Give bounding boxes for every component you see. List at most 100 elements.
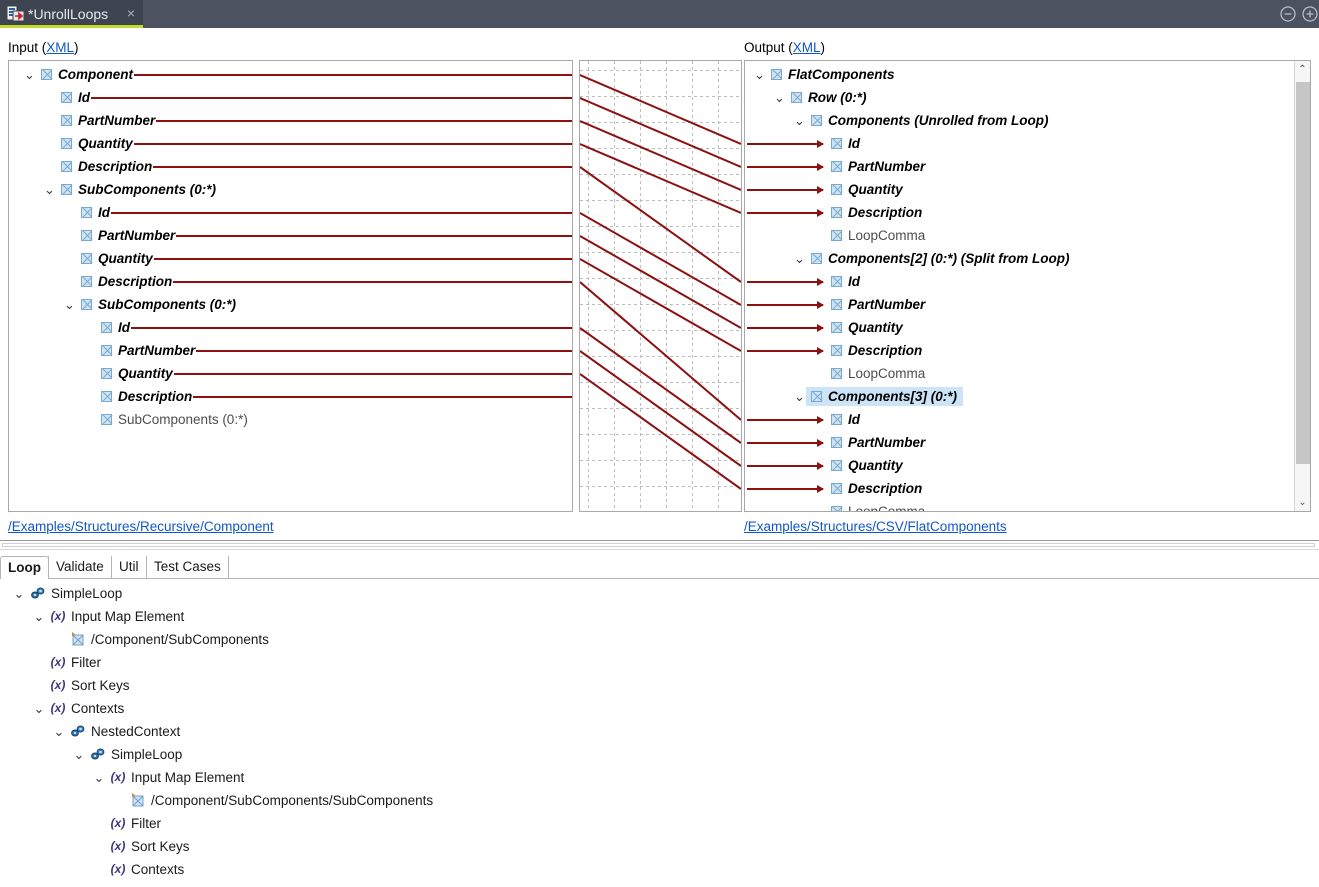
checkbox-icon[interactable]: [101, 391, 112, 402]
input-tree-row[interactable]: Description: [9, 385, 572, 408]
chevron-down-icon[interactable]: ⌄: [93, 770, 105, 785]
loop-tree-row[interactable]: ⌄NestedContext: [0, 720, 1319, 743]
output-path-link[interactable]: /Examples/Structures/CSV/FlatComponents: [744, 519, 1007, 534]
input-tree-row[interactable]: Id: [9, 316, 572, 339]
checkbox-icon[interactable]: [831, 299, 842, 310]
output-tree-row[interactable]: Description: [745, 477, 1294, 500]
scrollbar-thumb[interactable]: [1296, 82, 1310, 464]
chevron-down-icon[interactable]: ⌄: [794, 251, 805, 266]
output-tree-row[interactable]: ⌄Components[3] (0:*): [745, 385, 1294, 408]
loop-tree-row[interactable]: (x)Sort Keys: [0, 674, 1319, 697]
input-tree-row[interactable]: Description: [9, 155, 572, 178]
loop-tree-row[interactable]: (x)Filter: [0, 812, 1319, 835]
checkbox-icon[interactable]: [811, 253, 822, 264]
input-tree-row[interactable]: PartNumber: [9, 339, 572, 362]
connector-grid-panel[interactable]: [579, 60, 742, 512]
chevron-down-icon[interactable]: ⌄: [794, 389, 805, 404]
output-scrollbar[interactable]: ⌃ ⌄: [1294, 61, 1310, 511]
output-tree-row[interactable]: Id: [745, 132, 1294, 155]
bottom-tab-loop[interactable]: Loop: [0, 556, 49, 579]
checkbox-icon[interactable]: [101, 345, 112, 356]
scroll-up-icon[interactable]: ⌃: [1298, 64, 1307, 75]
chevron-down-icon[interactable]: ⌄: [73, 747, 85, 762]
chevron-down-icon[interactable]: ⌄: [33, 701, 45, 716]
checkbox-icon[interactable]: [101, 322, 112, 333]
output-tree-row[interactable]: Description: [745, 339, 1294, 362]
loop-tree-row[interactable]: ⌄SimpleLoop: [0, 743, 1319, 766]
input-xml-link[interactable]: XML: [46, 40, 75, 55]
checkbox-icon[interactable]: [831, 368, 842, 379]
output-tree-row[interactable]: LoopComma: [745, 224, 1294, 247]
horizontal-splitter[interactable]: [0, 540, 1319, 550]
output-tree-row[interactable]: ⌄FlatComponents: [745, 63, 1294, 86]
loop-tree-row[interactable]: (x)Filter: [0, 651, 1319, 674]
checkbox-icon[interactable]: [811, 115, 822, 126]
checkbox-icon[interactable]: [41, 69, 52, 80]
output-tree-row[interactable]: LoopComma: [745, 362, 1294, 385]
input-tree-row[interactable]: Quantity: [9, 247, 572, 270]
output-tree-row[interactable]: PartNumber: [745, 293, 1294, 316]
checkbox-icon[interactable]: [831, 460, 842, 471]
checkbox-icon[interactable]: [831, 276, 842, 287]
checkbox-icon[interactable]: [101, 414, 112, 425]
bottom-tab-util[interactable]: Util: [111, 556, 147, 579]
input-tree-row[interactable]: Quantity: [9, 362, 572, 385]
bottom-tab-test-cases[interactable]: Test Cases: [146, 556, 229, 579]
bottom-tab-validate[interactable]: Validate: [48, 556, 112, 579]
output-tree-row[interactable]: PartNumber: [745, 155, 1294, 178]
checkbox-icon[interactable]: [81, 276, 92, 287]
loop-tree-row[interactable]: /Component/SubComponents: [0, 628, 1319, 651]
input-path-link[interactable]: /Examples/Structures/Recursive/Component: [8, 519, 274, 534]
output-tree-row[interactable]: Quantity: [745, 178, 1294, 201]
checkbox-icon[interactable]: [61, 115, 72, 126]
input-tree-row[interactable]: ⌄Component: [9, 63, 572, 86]
loop-tree-row[interactable]: ⌄(x)Input Map Element: [0, 605, 1319, 628]
minimize-icon[interactable]: [1279, 5, 1297, 23]
checkbox-icon[interactable]: [831, 161, 842, 172]
checkbox-icon[interactable]: [831, 138, 842, 149]
loop-tree-row[interactable]: ⌄(x)Contexts: [0, 697, 1319, 720]
chevron-down-icon[interactable]: ⌄: [754, 67, 765, 82]
checkbox-icon[interactable]: [831, 184, 842, 195]
checkbox-icon[interactable]: [831, 506, 842, 511]
output-tree-row[interactable]: Id: [745, 270, 1294, 293]
output-tree-row[interactable]: LoopComma: [745, 500, 1294, 511]
input-tree-row[interactable]: Id: [9, 86, 572, 109]
input-tree-row[interactable]: PartNumber: [9, 109, 572, 132]
chevron-down-icon[interactable]: ⌄: [24, 67, 35, 82]
chevron-down-icon[interactable]: ⌄: [64, 297, 75, 312]
chevron-down-icon[interactable]: ⌄: [44, 182, 55, 197]
checkbox-icon[interactable]: [61, 161, 72, 172]
checkbox-icon[interactable]: [831, 322, 842, 333]
checkbox-icon[interactable]: [831, 207, 842, 218]
output-tree-row[interactable]: Id: [745, 408, 1294, 431]
checkbox-icon[interactable]: [811, 391, 822, 402]
chevron-down-icon[interactable]: ⌄: [774, 90, 785, 105]
checkbox-icon[interactable]: [831, 437, 842, 448]
output-tree-row[interactable]: Description: [745, 201, 1294, 224]
chevron-down-icon[interactable]: ⌄: [13, 586, 25, 601]
output-tree-row[interactable]: ⌄Row (0:*): [745, 86, 1294, 109]
output-tree-row[interactable]: ⌄Components[2] (0:*) (Split from Loop): [745, 247, 1294, 270]
input-tree-row[interactable]: SubComponents (0:*): [9, 408, 572, 431]
loop-tree-row[interactable]: ⌄(x)Input Map Element: [0, 766, 1319, 789]
input-tree-row[interactable]: PartNumber: [9, 224, 572, 247]
output-tree-row[interactable]: Quantity: [745, 454, 1294, 477]
loop-tree-row[interactable]: (x)Contexts: [0, 858, 1319, 881]
checkbox-icon[interactable]: [831, 345, 842, 356]
checkbox-icon[interactable]: [771, 69, 782, 80]
checkbox-icon[interactable]: [61, 92, 72, 103]
scroll-down-icon[interactable]: ⌄: [1298, 497, 1307, 508]
output-tree-panel[interactable]: ⌃ ⌄ ⌄FlatComponents⌄Row (0:*) ⌄Components…: [744, 60, 1311, 512]
close-icon[interactable]: ×: [126, 5, 136, 21]
output-tree-row[interactable]: PartNumber: [745, 431, 1294, 454]
checkbox-icon[interactable]: [791, 92, 802, 103]
checkbox-icon[interactable]: [61, 184, 72, 195]
checkbox-icon[interactable]: [101, 368, 112, 379]
output-tree-row[interactable]: Quantity: [745, 316, 1294, 339]
editor-tab-unrollloops[interactable]: *UnrollLoops ×: [0, 0, 143, 28]
input-tree-row[interactable]: ⌄SubComponents (0:*): [9, 178, 572, 201]
checkbox-icon[interactable]: [61, 138, 72, 149]
output-xml-link[interactable]: XML: [792, 40, 821, 55]
